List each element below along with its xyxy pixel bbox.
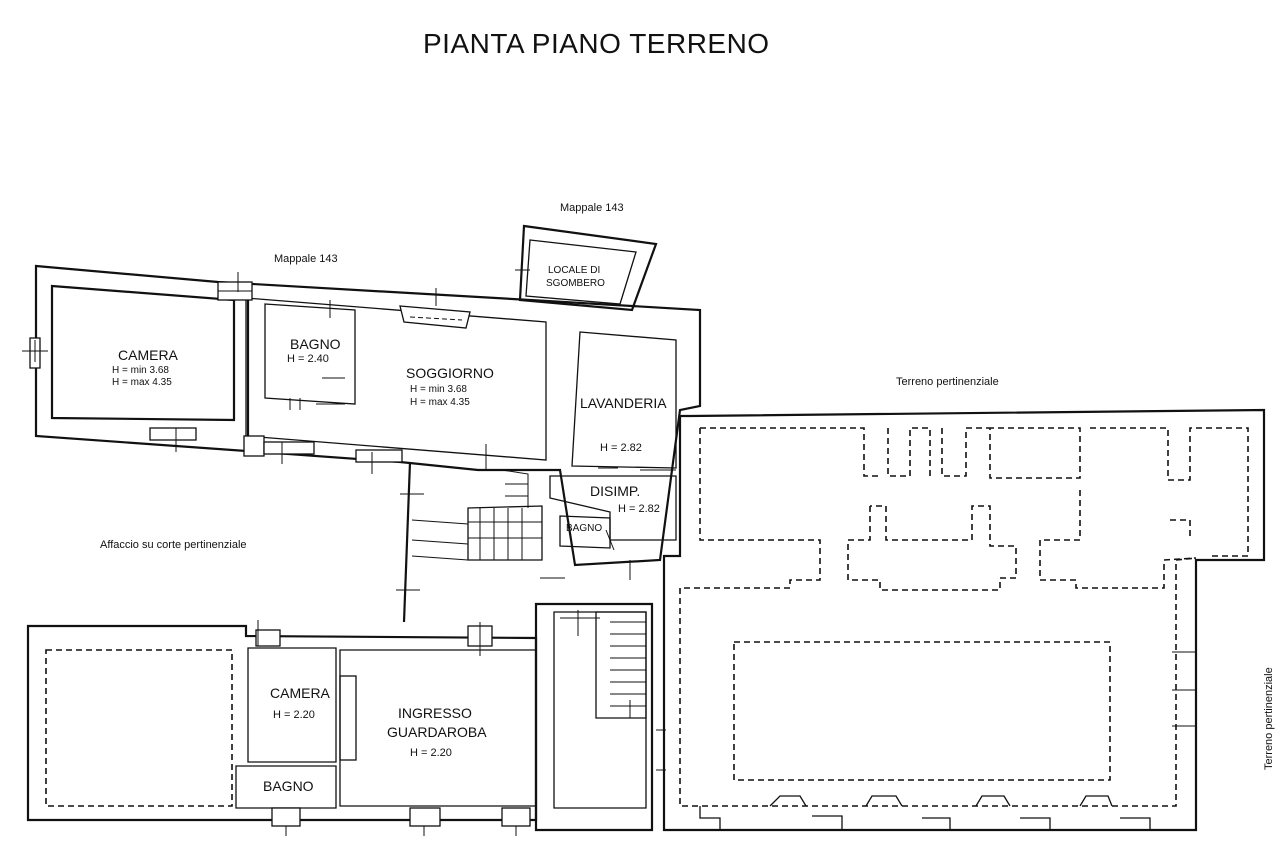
- room-labels: CAMERA H = min 3.68 H = max 4.35 BAGNO H…: [112, 265, 667, 794]
- soggiorno-hmax: H = max 4.35: [410, 397, 470, 408]
- service-block: [396, 331, 677, 623]
- disimpegno-name: DISIMP.: [590, 483, 640, 499]
- ingresso-line1: INGRESSO: [398, 705, 472, 721]
- sgombero-line2: SGOMBERO: [546, 278, 605, 289]
- terreno-right-label: Terreno pertinenziale: [1263, 667, 1275, 770]
- sgombero-walls: [515, 224, 658, 312]
- affaccio-label: Affaccio su corte pertinenziale: [100, 539, 247, 551]
- upper-wing-walls: [34, 264, 702, 567]
- site-labels: Mappale 143 Mappale 143 Terreno pertinen…: [100, 202, 1275, 770]
- soggiorno-hmin: H = min 3.68: [410, 384, 467, 395]
- mappale-right-label: Mappale 143: [560, 202, 624, 214]
- ingresso-line2: GUARDAROBA: [387, 724, 487, 740]
- camera-lower-name: CAMERA: [270, 685, 331, 701]
- bagno-small-name: BAGNO: [566, 523, 602, 534]
- central-stairs: [534, 602, 666, 832]
- camera-upper-name: CAMERA: [118, 347, 179, 363]
- right-building: [662, 408, 1266, 832]
- camera-upper-hmin: H = min 3.68: [112, 365, 169, 376]
- upper-wing-windows: [22, 272, 471, 474]
- lavanderia-name: LAVANDERIA: [580, 395, 667, 411]
- bagno-lower-name: BAGNO: [263, 778, 314, 794]
- disimpegno-h: H = 2.82: [618, 503, 660, 515]
- camera-lower-h: H = 2.20: [273, 709, 315, 721]
- bagno-upper-h: H = 2.40: [287, 353, 329, 365]
- sgombero-line1: LOCALE DI: [548, 265, 600, 276]
- soggiorno-name: SOGGIORNO: [406, 365, 494, 381]
- plan-title: PIANTA PIANO TERRENO: [423, 28, 770, 59]
- terreno-top-label: Terreno pertinenziale: [896, 376, 999, 388]
- bagno-upper-name: BAGNO: [290, 336, 341, 352]
- ingresso-h: H = 2.20: [410, 747, 452, 759]
- lavanderia-h: H = 2.82: [600, 442, 642, 454]
- camera-upper-hmax: H = max 4.35: [112, 377, 172, 388]
- mappale-left-label: Mappale 143: [274, 253, 338, 265]
